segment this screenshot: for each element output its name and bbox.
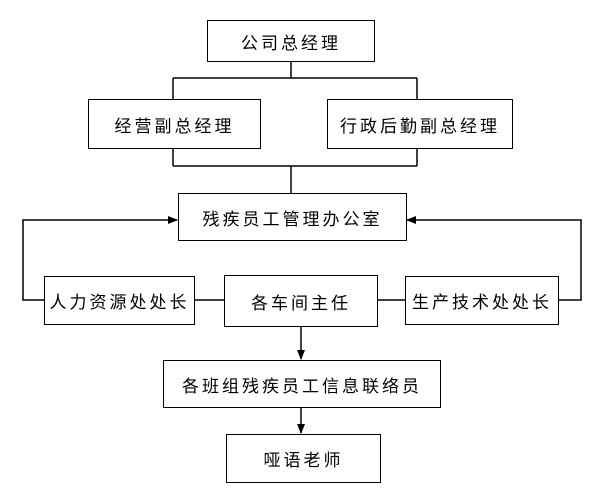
arrow-hr-to-office — [22, 216, 178, 301]
node-sign-language-teacher: 哑语老师 — [226, 434, 381, 483]
node-general-manager: 公司总经理 — [207, 20, 375, 62]
arrow-tech-to-office — [406, 216, 582, 301]
node-admin-vp: 行政后勤副总经理 — [327, 99, 513, 149]
node-team-liaison: 各班组残疾员工信息联络员 — [163, 360, 441, 408]
node-tech-chief: 生产技术处处长 — [405, 276, 559, 325]
node-workshop-director: 各车间主任 — [224, 275, 378, 327]
node-disabled-employee-office: 残疾员工管理办公室 — [178, 193, 407, 241]
node-hr-chief: 人力资源处处长 — [44, 276, 195, 325]
node-business-vp: 经营副总经理 — [88, 99, 261, 149]
